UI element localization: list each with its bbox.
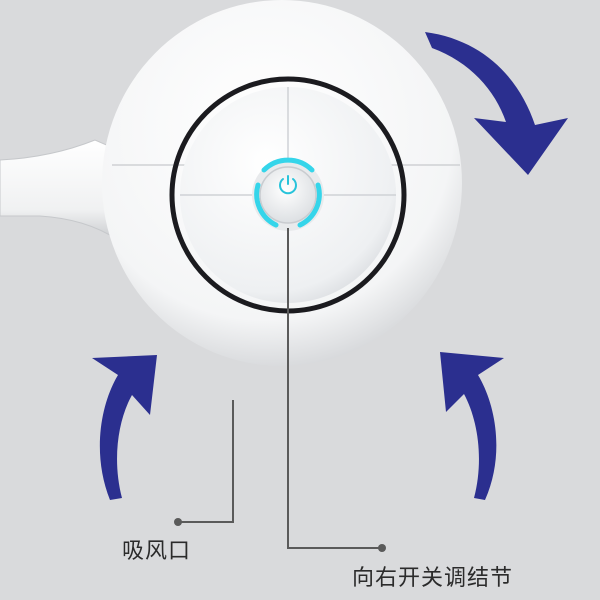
air-intake-label: 吸风口	[122, 539, 192, 564]
intake-arrow-icon	[92, 355, 157, 500]
intake-arrow-icon	[440, 352, 504, 500]
leader-line-switch	[287, 228, 386, 552]
device-arm	[0, 139, 119, 241]
switch-adjust-label: 向右开关调结节	[352, 566, 514, 591]
power-button[interactable]	[252, 157, 324, 231]
power-icon	[279, 175, 297, 195]
power-glow-ring	[261, 157, 315, 173]
rotation-arrow-icon	[425, 32, 568, 175]
leader-line-intake	[174, 400, 234, 526]
